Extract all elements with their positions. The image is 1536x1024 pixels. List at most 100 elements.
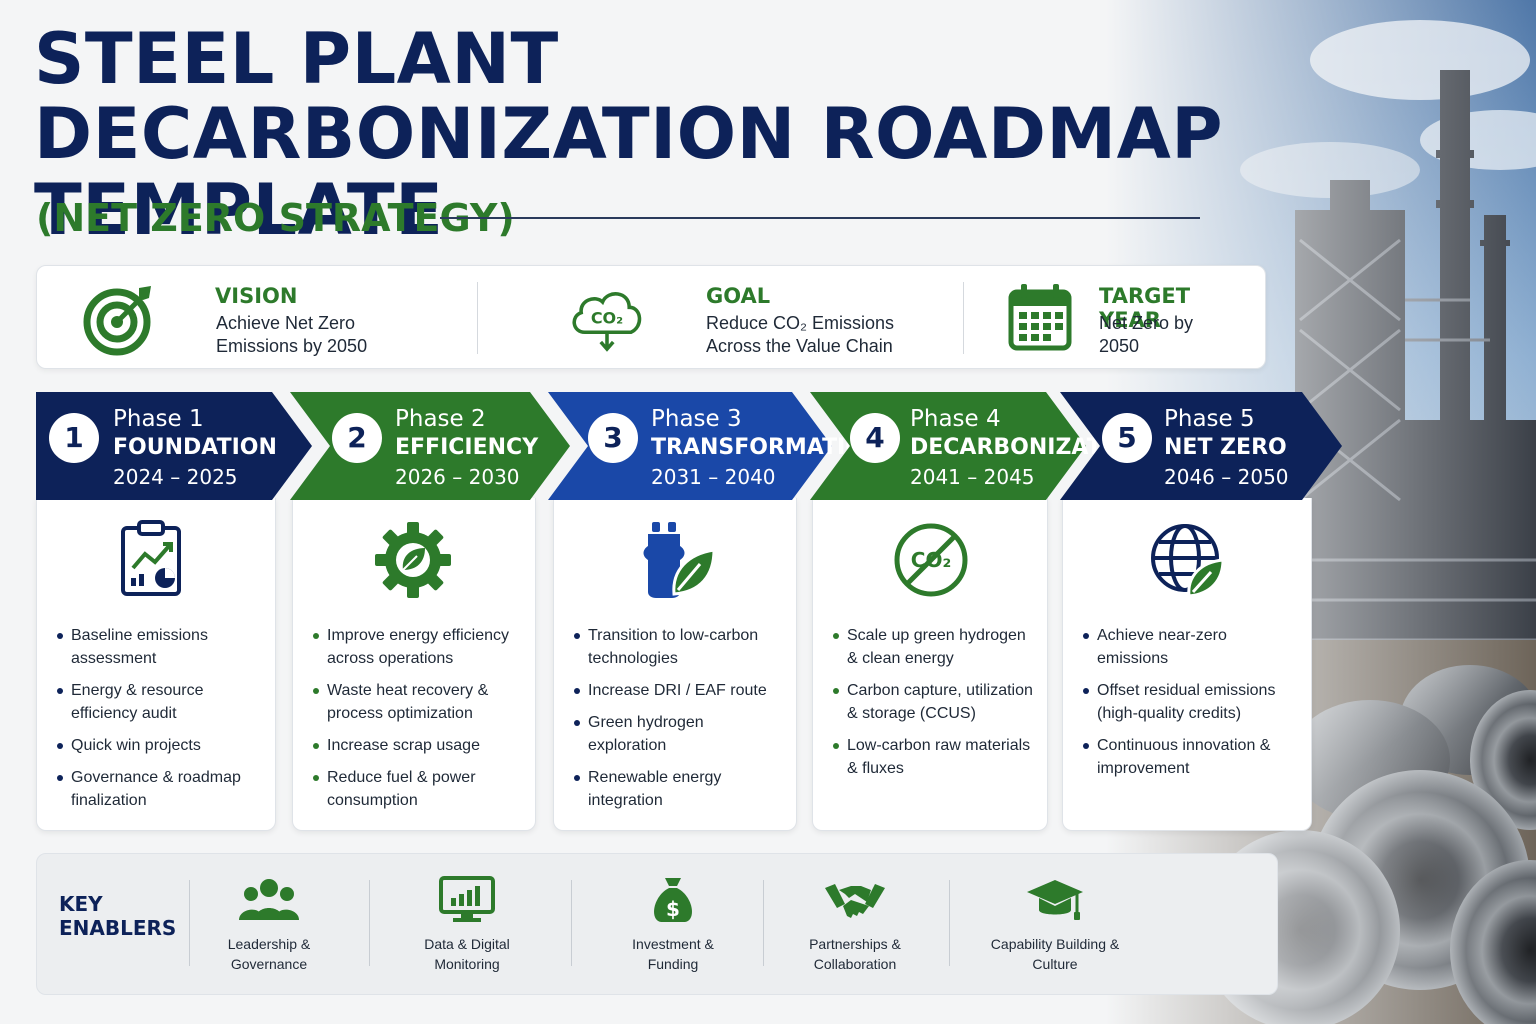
money-bag-icon: $ [654, 878, 692, 922]
phase-4-card: CO₂ Scale up green hydrogen & clean ener… [812, 498, 1048, 831]
goal-text: Reduce CO₂ Emissions Across the Value Ch… [706, 312, 966, 358]
enabler-label-line-2: Governance [230, 956, 308, 972]
enabler-label: Capability Building & Culture [965, 934, 1145, 974]
people-icon [239, 879, 299, 920]
phase-1-name: FOUNDATION [113, 435, 277, 460]
list-item: Low-carbon raw materials & fluxes [833, 734, 1035, 780]
list-item: Improve energy efficiency across operati… [313, 624, 523, 670]
enabler-capability: Capability Building & Culture [965, 876, 1145, 974]
target-year-text-line-1: Net Zero by [1099, 313, 1194, 333]
gear-leaf-icon [375, 522, 451, 598]
list-item: Quick win projects [57, 734, 263, 757]
phase-2-bullet-list: Improve energy efficiency across operati… [313, 624, 523, 821]
handshake-icon [825, 884, 885, 918]
enabler-label-line-2: Collaboration [813, 956, 897, 972]
target-icon [83, 286, 151, 356]
phase-1-label: Phase 1 [113, 406, 204, 432]
hydrogen-leaf-icon [643, 522, 716, 598]
graduation-cap-icon [1027, 880, 1083, 920]
goal-text-line-2: Across the Value Chain [706, 336, 893, 356]
phase-1-number: 1 [49, 413, 99, 463]
no-co2-icon: CO₂ [894, 523, 968, 597]
phase-4-bullet-list: Scale up green hydrogen & clean energy C… [833, 624, 1035, 789]
phase-2-card: Improve energy efficiency across operati… [292, 498, 536, 831]
list-item: Carbon capture, utilization & storage (C… [833, 679, 1035, 725]
goal-heading: GOAL [706, 284, 771, 308]
phase-5-card: Achieve near-zero emissions Offset resid… [1062, 498, 1312, 831]
vision-text: Achieve Net Zero Emissions by 2050 [216, 312, 476, 358]
enabler-label-line-2: Monitoring [434, 956, 500, 972]
enabler-divider [763, 880, 764, 966]
enabler-divider [189, 880, 190, 966]
vision-goal-target-bar: VISION Achieve Net Zero Emissions by 205… [36, 265, 1266, 369]
phase-1-card: Baseline emissions assessment Energy & r… [36, 498, 276, 831]
enabler-label-line-2: Funding [647, 956, 699, 972]
phase-5-header: 5 Phase 5 NET ZERO 2046 – 2050 [1060, 392, 1342, 500]
enabler-label: Data & Digital Monitoring [377, 934, 557, 974]
enabler-label: Partnerships & Collaboration [765, 934, 945, 974]
key-enablers-panel: KEY ENABLERS Leadership & Governance Dat… [36, 853, 1278, 995]
phase-4-label: Phase 4 [910, 406, 1001, 432]
enabler-label-line-1: Investment & [632, 936, 714, 952]
key-enablers-title-line-1: KEY [59, 892, 103, 916]
phase-5-name: NET ZERO [1164, 435, 1287, 460]
phase-3-number: 3 [588, 413, 638, 463]
list-item: Waste heat recovery & process optimizati… [313, 679, 523, 725]
target-year-text: Net Zero by 2050 [1099, 312, 1259, 358]
phase-5-number: 5 [1102, 413, 1152, 463]
phase-3-card: Transition to low-carbon technologies In… [553, 498, 797, 831]
page-subtitle: (NET ZERO STRATEGY) [36, 196, 515, 240]
phase-4-years: 2041 – 2045 [910, 465, 1035, 489]
list-item: Scale up green hydrogen & clean energy [833, 624, 1035, 670]
list-item: Increase DRI / EAF route [574, 679, 784, 702]
svg-text:$: $ [666, 897, 680, 921]
target-year-text-line-2: 2050 [1099, 336, 1140, 356]
list-item: Green hydrogen exploration [574, 711, 784, 757]
enabler-investment: $ Investment & Funding [583, 876, 763, 974]
svg-text:CO₂: CO₂ [591, 308, 623, 327]
vision-text-line-1: Achieve Net Zero [216, 313, 356, 333]
enabler-partnerships: Partnerships & Collaboration [765, 876, 945, 974]
phase-5-bullet-list: Achieve near-zero emissions Offset resid… [1083, 624, 1299, 789]
enabler-divider [369, 880, 370, 966]
title-line-1: STEEL PLANT [34, 18, 559, 100]
phase-1-chevron [36, 392, 312, 500]
phase-5-text: Phase 5 NET ZERO 2046 – 2050 [1164, 404, 1289, 492]
list-item: Continuous innovation & improvement [1083, 734, 1299, 780]
vision-heading: VISION [215, 284, 298, 308]
list-item: Reduce fuel & power consumption [313, 766, 523, 812]
calendar-icon [1008, 284, 1072, 351]
enabler-label: Investment & Funding [583, 934, 763, 974]
enabler-label-line-1: Partnerships & [809, 936, 901, 952]
phase-1-text: Phase 1 FOUNDATION 2024 – 2025 [113, 404, 277, 492]
phase-3-years: 2031 – 2040 [651, 465, 776, 489]
co2-cloud-icon: CO₂ [572, 292, 642, 352]
enabler-divider [571, 880, 572, 966]
phase-2-text: Phase 2 EFFICIENCY 2026 – 2030 [395, 404, 538, 492]
clipboard-chart-icon [121, 520, 181, 596]
phase-3-header: 3 Phase 3 TRANSFORMATION 2031 – 2040 [548, 392, 882, 500]
phase-5-label: Phase 5 [1164, 406, 1255, 432]
phase-1-header: 1 Phase 1 FOUNDATION 2024 – 2025 [36, 392, 312, 500]
phase-1-bullet-list: Baseline emissions assessment Energy & r… [57, 624, 263, 821]
list-item: Renewable energy integration [574, 766, 784, 812]
key-enablers-title: KEY ENABLERS [59, 892, 176, 940]
phase-2-number: 2 [332, 413, 382, 463]
list-item: Energy & resource efficiency audit [57, 679, 263, 725]
phase-4-header: 4 Phase 4 DECARBONIZATION 2041 – 2045 [810, 392, 1147, 500]
title-line-2: DECARBONIZATION ROADMAP TEMPLATE [34, 93, 1224, 251]
enabler-label-line-1: Capability Building & [990, 936, 1120, 952]
target-year-heading: TARGET YEAR [1099, 284, 1191, 332]
subtitle-divider [440, 217, 1200, 219]
phase-2-label: Phase 2 [395, 406, 486, 432]
enabler-label-line-2: Culture [1032, 956, 1078, 972]
enabler-divider [949, 880, 950, 966]
list-item: Transition to low-carbon technologies [574, 624, 784, 670]
phase-5-years: 2046 – 2050 [1164, 465, 1289, 489]
phase-2-header: 2 Phase 2 EFFICIENCY 2026 – 2030 [290, 392, 570, 500]
phase-1-years: 2024 – 2025 [113, 465, 238, 489]
enabler-label-line-1: Leadership & [227, 936, 311, 952]
list-item: Baseline emissions assessment [57, 624, 263, 670]
list-item: Governance & roadmap finalization [57, 766, 263, 812]
page-title: STEEL PLANT DECARBONIZATION ROADMAP TEMP… [34, 22, 1536, 248]
